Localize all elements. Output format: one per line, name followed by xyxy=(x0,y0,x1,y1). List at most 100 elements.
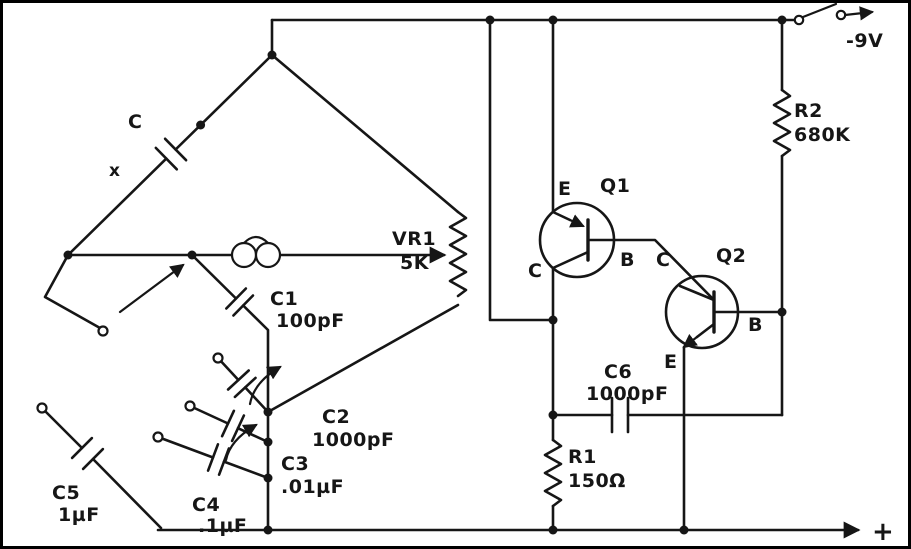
junction-dot xyxy=(63,250,73,260)
terminal xyxy=(212,352,224,364)
q1-collector-label: C xyxy=(528,260,542,282)
q1-collector-lead xyxy=(551,250,590,270)
c2-value: 1000pF xyxy=(312,429,394,451)
wire-c5-lead2 xyxy=(91,457,163,530)
junction-dot xyxy=(548,15,558,25)
lamp-bulb-right xyxy=(254,241,282,269)
c2-label: C2 xyxy=(322,406,350,428)
q1-base-label: B xyxy=(620,249,635,271)
q2-collector-lead xyxy=(678,284,716,302)
wire-q1-base-to-q2 xyxy=(588,238,716,302)
lamp-icon xyxy=(230,235,282,269)
terminal xyxy=(152,431,164,443)
junction-dot xyxy=(263,473,273,483)
wire-diagonal-to-vr1 xyxy=(270,53,460,214)
r2-label: R2 xyxy=(794,100,823,122)
lamp-bulb-left xyxy=(230,241,258,269)
bridge-cap-plate xyxy=(154,146,179,171)
negative-supply-label: -9V xyxy=(846,30,883,52)
transistor-q2 xyxy=(664,274,784,532)
wire-left-terminal xyxy=(43,253,102,330)
c1-label: C1 xyxy=(270,288,298,310)
wire-c2-lead2 xyxy=(243,386,270,414)
vr1-resistor-body xyxy=(448,210,468,298)
bridge-cap-plate xyxy=(163,137,188,162)
c4-label: C4 xyxy=(192,494,220,516)
wire-c3-lead1 xyxy=(188,404,230,425)
terminal xyxy=(36,402,48,414)
c2-plate xyxy=(226,369,250,391)
terminal xyxy=(184,400,196,412)
junction-dot xyxy=(267,50,277,60)
q1-label: Q1 xyxy=(600,175,630,197)
junction-dot xyxy=(548,525,558,535)
open-terminals xyxy=(36,325,224,443)
lamp-filament xyxy=(242,235,270,245)
junction-dot xyxy=(263,525,273,535)
c6-label: C6 xyxy=(604,361,632,383)
positive-rail-label: + xyxy=(872,517,894,547)
junction-dot xyxy=(263,437,273,447)
junction-dots xyxy=(63,15,787,535)
r2-resistor-body xyxy=(772,88,792,158)
terminal xyxy=(97,325,109,337)
selector-wiper-arrow xyxy=(118,263,185,314)
vr1-value: 5K xyxy=(400,252,430,274)
power-switch-icon xyxy=(780,2,875,26)
bridge-cap-marker: x xyxy=(109,161,120,181)
wire-bridge-cap-lead1 xyxy=(174,53,274,151)
wire-rail-drop-490 xyxy=(488,18,555,322)
c4-plate xyxy=(206,443,220,472)
wire-c4-lead1 xyxy=(156,435,215,459)
c1-value: 100pF xyxy=(276,310,345,332)
c1-plate xyxy=(225,287,248,310)
r1-label: R1 xyxy=(568,446,597,468)
wire-c4-lead2 xyxy=(222,460,270,480)
vr1-label: VR1 xyxy=(392,228,436,250)
r2-value: 680K xyxy=(794,124,851,146)
q1-emitter-lead xyxy=(551,210,572,222)
junction-dot xyxy=(777,15,787,25)
c6-value: 1000pF xyxy=(586,383,668,405)
junction-dot xyxy=(548,315,558,325)
junction-dot xyxy=(263,407,273,417)
q1-emitter-arrow xyxy=(568,214,585,228)
c5-label: C5 xyxy=(52,482,80,504)
q2-label: Q2 xyxy=(716,245,746,267)
c3-value: .01µF xyxy=(281,476,344,498)
q2-emitter-label: E xyxy=(664,351,677,373)
wire-bridge-cap-lead2 xyxy=(66,157,168,257)
junction-dot xyxy=(196,120,206,130)
c4-value: .1µF xyxy=(198,515,247,537)
q1-emitter-label: E xyxy=(558,178,571,200)
c3-label: C3 xyxy=(281,453,309,475)
c3-plate xyxy=(220,409,236,438)
selector-arrow-c2 xyxy=(248,365,282,406)
q2-collector-label: C xyxy=(656,249,670,271)
wire-vr1-to-bus xyxy=(266,303,460,414)
wire-c1-lead1 xyxy=(190,253,238,300)
switch-blade xyxy=(801,2,838,19)
switch-contact xyxy=(793,14,805,26)
transistor-q1 xyxy=(538,201,716,302)
r1-resistor-body xyxy=(543,438,563,508)
junction-dot xyxy=(777,307,787,317)
wire-c5-lead1 xyxy=(40,406,84,450)
q2-base-label: B xyxy=(748,314,763,336)
q2-emitter-arrow xyxy=(682,333,699,349)
c5-value: 1µF xyxy=(58,504,100,526)
c5-plate xyxy=(70,436,94,460)
q2-emitter-lead xyxy=(695,322,716,339)
junction-dot xyxy=(679,525,689,535)
wire-c1-to-bus xyxy=(241,304,270,532)
junction-dot xyxy=(187,250,197,260)
selector-arrow-c3 xyxy=(224,423,258,462)
junction-dot xyxy=(485,15,495,25)
labels: C x VR1 5K C1 100pF C2 1000pF C3 .01µF C… xyxy=(52,30,894,547)
r1-value: 150Ω xyxy=(568,470,626,492)
wires xyxy=(40,18,861,539)
bridge-cap-label: C xyxy=(128,111,142,133)
